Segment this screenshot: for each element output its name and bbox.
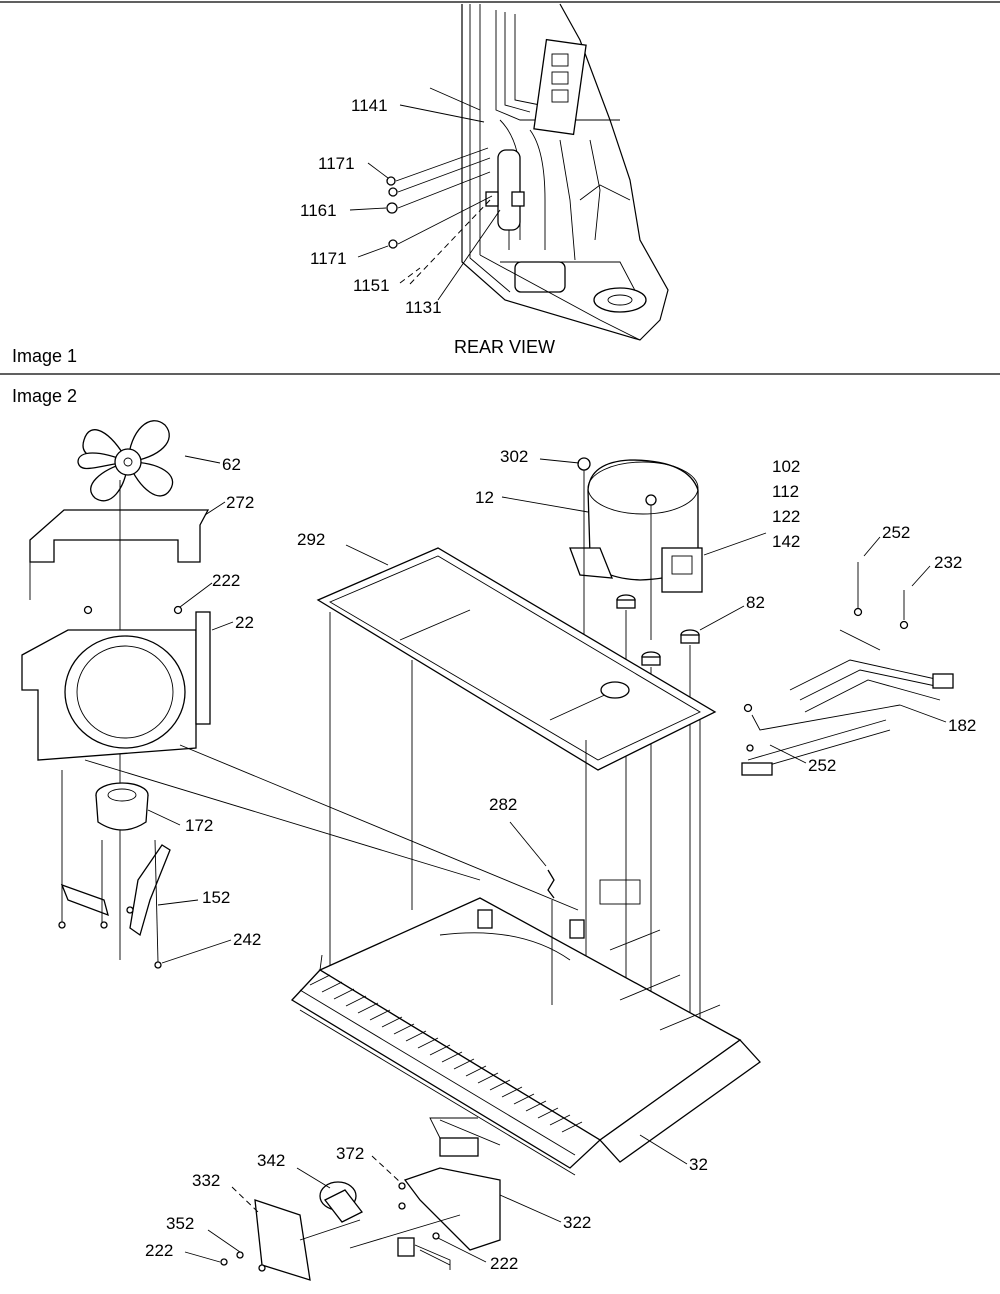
callout-122: 122 bbox=[772, 507, 800, 526]
callout-82: 82 bbox=[746, 593, 765, 612]
callout-182: 182 bbox=[948, 716, 976, 735]
compressor-part bbox=[569, 457, 703, 640]
callout-292: 292 bbox=[297, 530, 325, 549]
base-pan-part bbox=[290, 879, 761, 1176]
callout-372: 372 bbox=[336, 1144, 364, 1163]
condenser-coils bbox=[309, 974, 583, 1133]
image1-leaders bbox=[349, 104, 501, 301]
callout-332: 332 bbox=[192, 1171, 220, 1190]
image2-leaders bbox=[147, 455, 947, 1263]
control-assembly-part bbox=[220, 1117, 501, 1281]
callout-352: 352 bbox=[166, 1214, 194, 1233]
clip-part bbox=[547, 869, 555, 1005]
callout-282: 282 bbox=[489, 795, 517, 814]
callout-112: 112 bbox=[772, 482, 799, 501]
callout-222-c: 222 bbox=[490, 1254, 518, 1273]
callout-1131: 1131 bbox=[405, 298, 442, 317]
callout-102: 102 bbox=[772, 457, 800, 476]
callout-222-a: 222 bbox=[212, 571, 240, 590]
callout-302: 302 bbox=[500, 447, 528, 466]
rear-view-illustration bbox=[386, 3, 669, 341]
nut-part bbox=[386, 176, 396, 186]
callout-1171-b: 1171 bbox=[310, 249, 347, 268]
screw-part bbox=[388, 239, 398, 249]
grommet-part bbox=[386, 202, 398, 214]
callout-272: 272 bbox=[226, 493, 254, 512]
callout-172: 172 bbox=[185, 816, 213, 835]
callout-142: 142 bbox=[772, 532, 800, 551]
image1-caption: Image 1 bbox=[12, 346, 77, 366]
callout-1161: 1161 bbox=[300, 201, 337, 220]
rear-view-label: REAR VIEW bbox=[454, 337, 555, 357]
callout-1151: 1151 bbox=[353, 276, 390, 295]
callout-252-a: 252 bbox=[882, 523, 910, 542]
callout-1171-a: 1171 bbox=[318, 154, 355, 173]
callout-322: 322 bbox=[563, 1213, 591, 1232]
fan-motor-part bbox=[58, 770, 171, 969]
drain-pan-part bbox=[316, 547, 717, 1075]
callout-252-b: 252 bbox=[808, 756, 836, 775]
callout-62: 62 bbox=[222, 455, 241, 474]
wire-harness-part bbox=[741, 562, 954, 776]
callout-22: 22 bbox=[235, 613, 254, 632]
washer-part bbox=[388, 187, 398, 197]
callout-12: 12 bbox=[475, 488, 494, 507]
callout-1141: 1141 bbox=[351, 96, 388, 115]
callout-342: 342 bbox=[257, 1151, 285, 1170]
image2-caption: Image 2 bbox=[12, 386, 77, 406]
fan-blade-part bbox=[77, 420, 174, 502]
callout-152: 152 bbox=[202, 888, 230, 907]
callout-232: 232 bbox=[934, 553, 962, 572]
callout-222-b: 222 bbox=[145, 1241, 173, 1260]
fan-bracket-part bbox=[21, 605, 211, 761]
callout-242: 242 bbox=[233, 930, 261, 949]
callout-32: 32 bbox=[689, 1155, 708, 1174]
